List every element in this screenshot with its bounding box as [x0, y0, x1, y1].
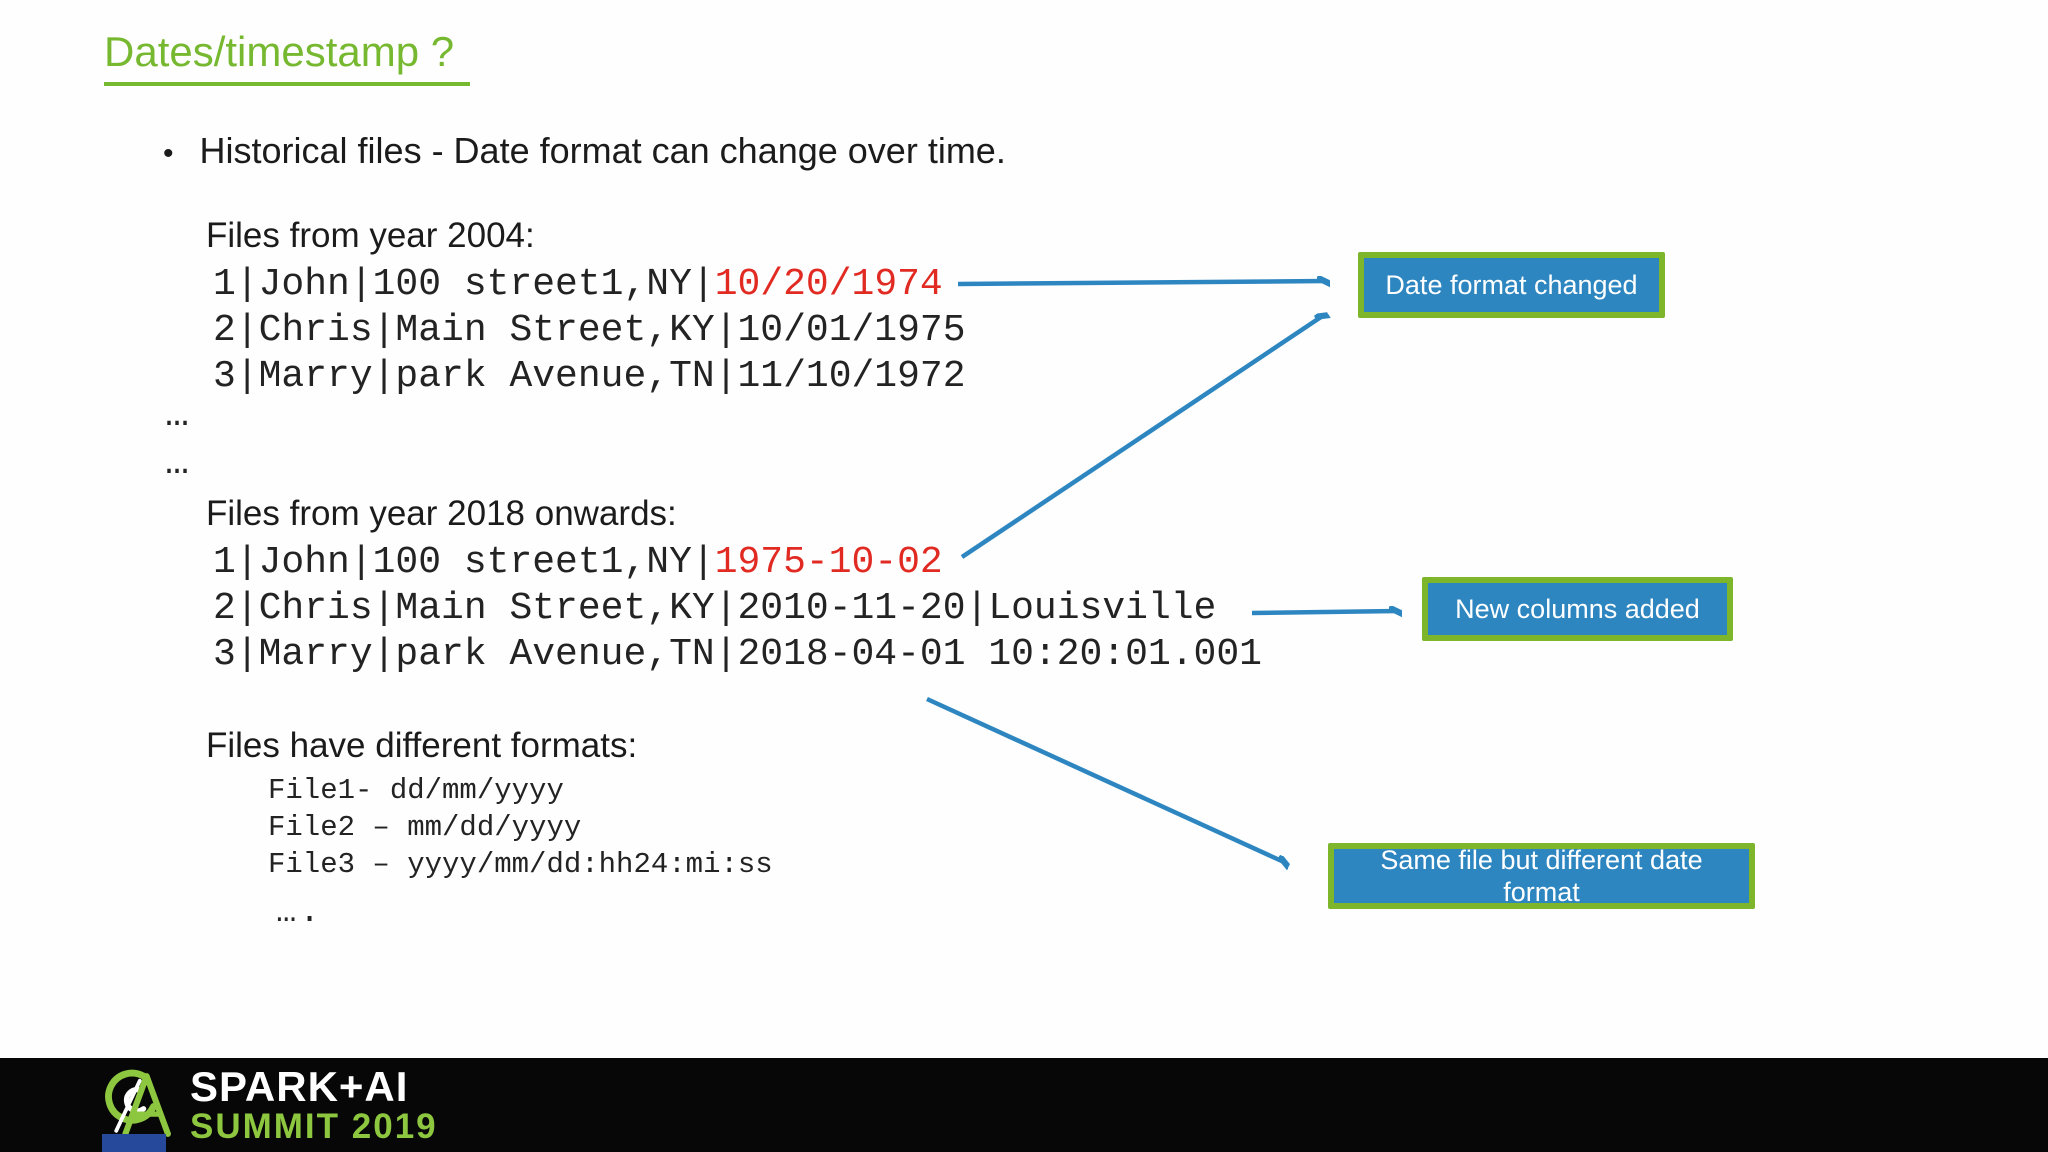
- code-line: 1|John|100 street1,NY|10/20/1974: [213, 262, 966, 308]
- footer-bar: SPARK+AI SUMMIT 2019: [0, 1058, 2048, 1152]
- arrow-date-2004-to-callout: [957, 281, 1326, 284]
- callout-label: New columns added: [1455, 594, 1700, 624]
- brand-text: SPARK+AI SUMMIT 2019: [190, 1062, 438, 1146]
- highlighted-date: 1975-10-02: [714, 541, 943, 584]
- bottom-left-accent: [102, 1134, 166, 1152]
- arrow-timestamp-to-callout: [926, 696, 1286, 863]
- format-ellipsis: ….: [276, 894, 323, 932]
- ellipsis-line: …: [165, 393, 192, 438]
- slide-title: Dates/timestamp ?: [104, 28, 471, 86]
- spark-ai-summit-logo-icon: [105, 1069, 171, 1137]
- brand-name: SPARK+AI: [190, 1062, 409, 1110]
- format-line: File1- dd/mm/yyyy: [268, 774, 564, 807]
- section-heading-2018: Files from year 2018 onwards:: [206, 494, 677, 533]
- section-heading-2004: Files from year 2004:: [206, 216, 535, 255]
- arrow-louisville-to-callout: [1251, 611, 1398, 613]
- section-heading-formats: Files have different formats:: [206, 726, 638, 765]
- code-line: 2|Chris|Main Street,KY|10/01/1975: [213, 309, 966, 352]
- format-line: File2 – mm/dd/yyyy: [268, 811, 582, 844]
- callout-new-columns-added: New columns added: [1422, 577, 1733, 641]
- brand-event: SUMMIT 2019: [190, 1106, 438, 1146]
- highlighted-date: 10/20/1974: [714, 263, 943, 306]
- code-line-text: 1|John|100 street1,NY|: [213, 541, 715, 584]
- format-line: File3 – yyyy/mm/dd:hh24:mi:ss: [268, 848, 773, 881]
- section-files-2018: Files from year 2018 onwards: 1|John|100…: [206, 492, 1262, 678]
- conference-logo: SPARK+AI SUMMIT 2019: [98, 1062, 438, 1146]
- callout-label: Same file but different date format: [1380, 845, 1703, 907]
- code-line: 1|John|100 street1,NY|1975-10-02: [213, 540, 1262, 586]
- code-line: 3|Marry|park Avenue,TN|11/10/1972: [213, 355, 966, 398]
- code-line-text: 1|John|100 street1,NY|: [213, 263, 715, 306]
- section-files-2004: Files from year 2004: 1|John|100 street1…: [206, 214, 966, 400]
- ellipsis-line: …: [165, 441, 192, 486]
- callout-label: Date format changed: [1385, 270, 1638, 300]
- bullet-text: Historical files - Date format can chang…: [199, 130, 1006, 171]
- code-line: 2|Chris|Main Street,KY|2010-11-20|Louisv…: [213, 587, 1217, 630]
- bullet-marker: •: [163, 137, 174, 170]
- ellipsis-block: … …: [165, 392, 191, 488]
- bullet-line: • Historical files - Date format can cha…: [163, 130, 1006, 172]
- section-file-formats: Files have different formats: File1- dd/…: [206, 724, 773, 933]
- callout-same-file-different-format: Same file but different date format: [1328, 843, 1755, 909]
- callout-date-format-changed: Date format changed: [1358, 252, 1665, 318]
- code-line: 3|Marry|park Avenue,TN|2018-04-01 10:20:…: [213, 633, 1262, 676]
